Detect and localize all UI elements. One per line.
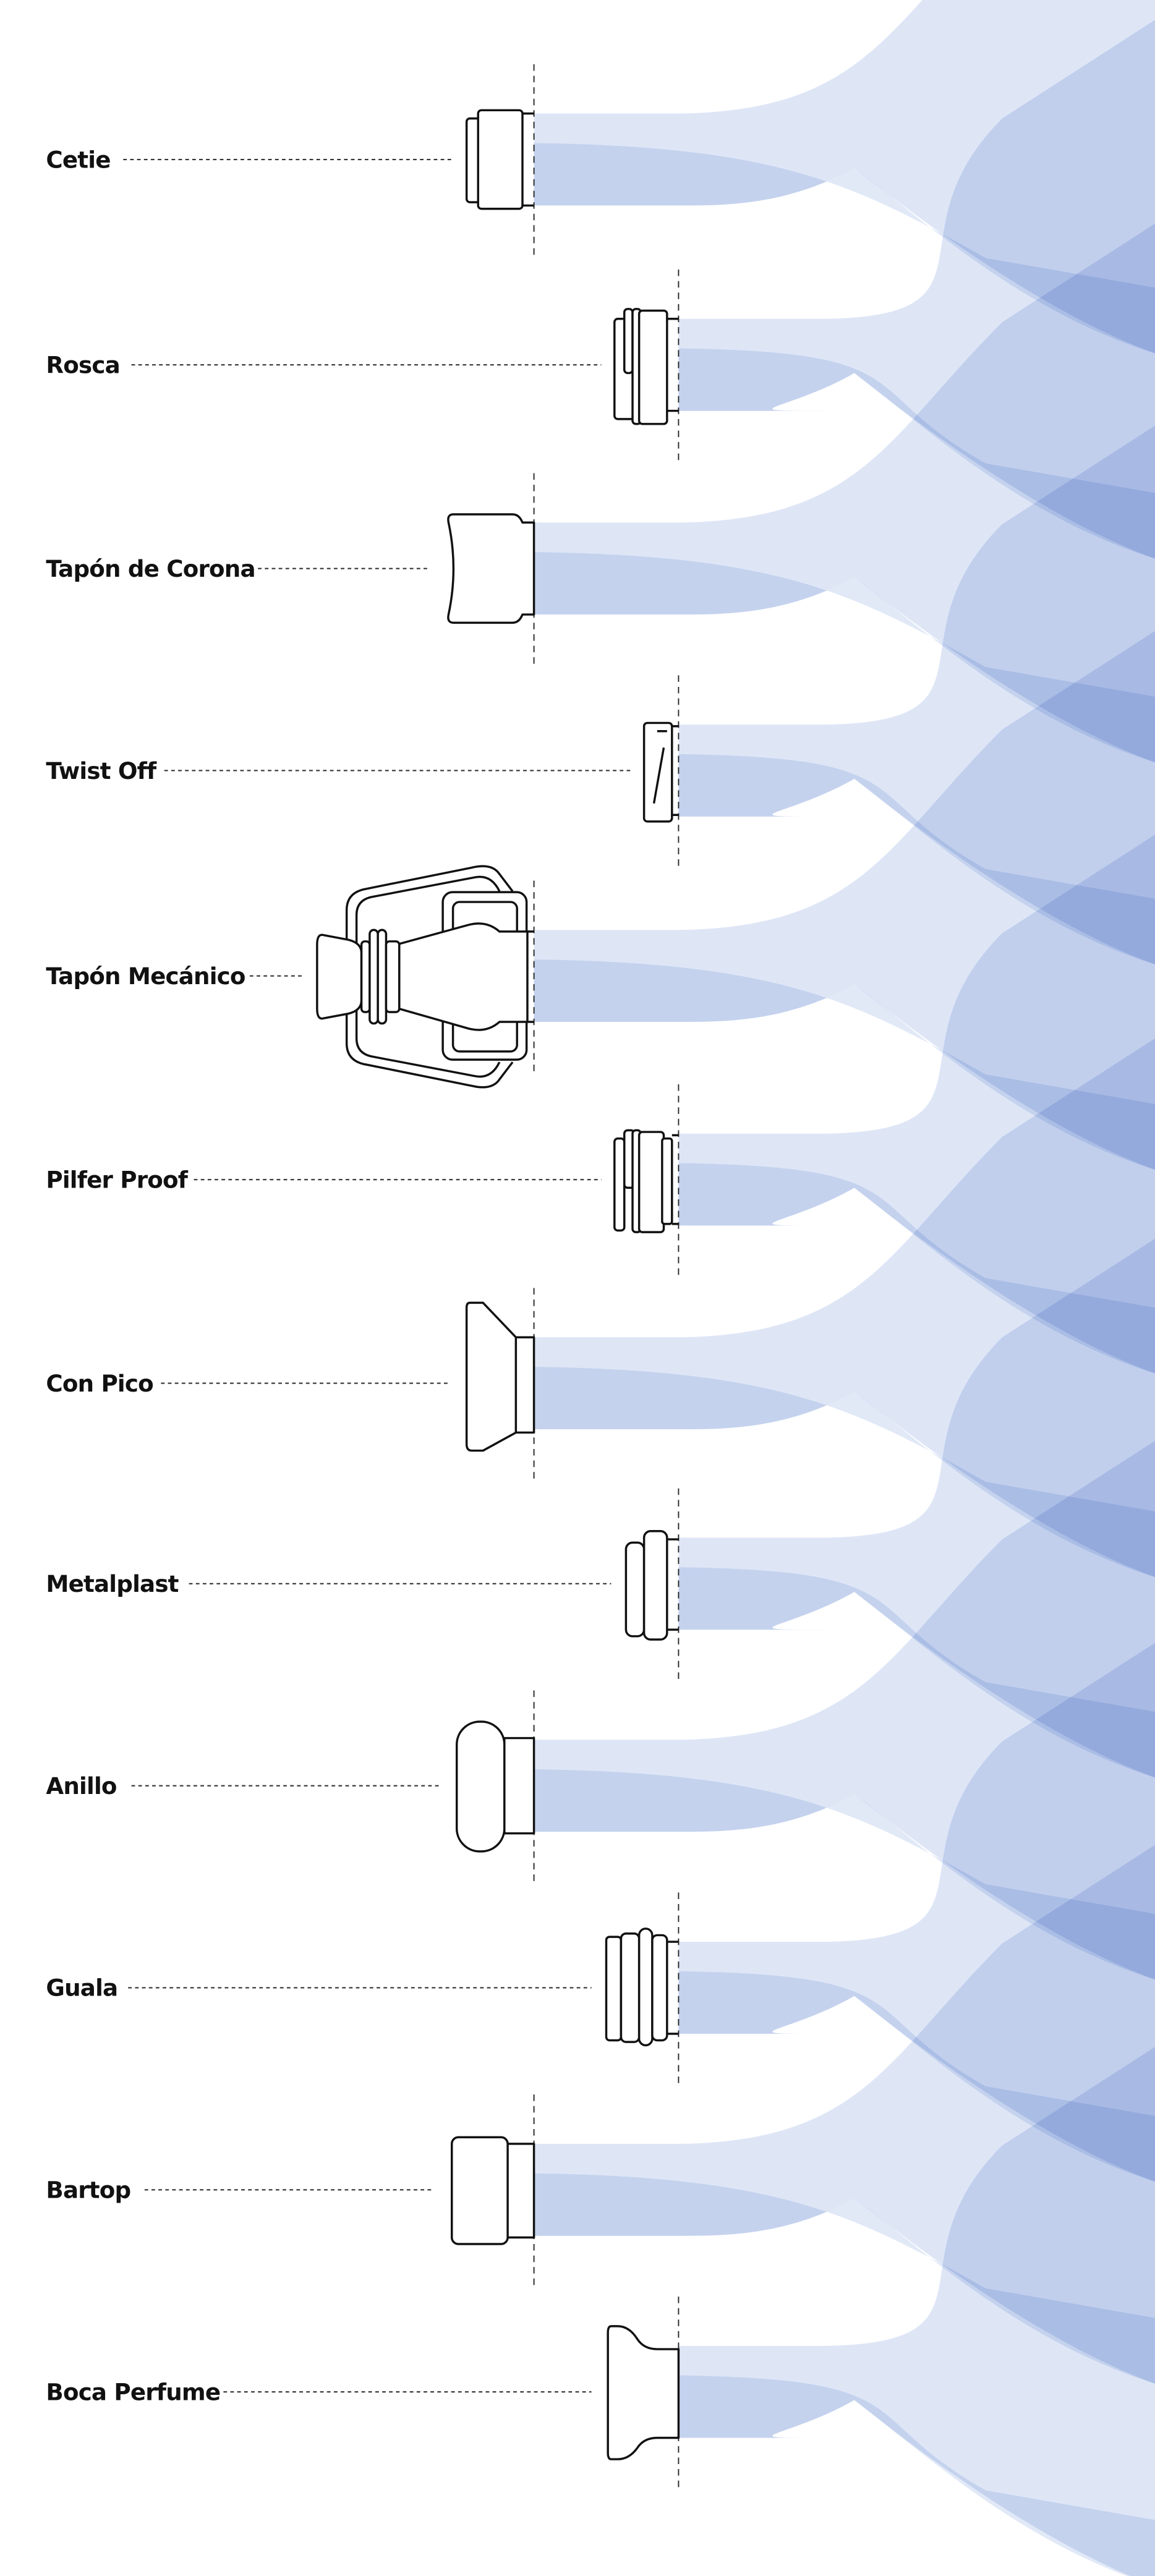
metalplast-finish-icon [624,1530,679,1641]
pilfer-proof-finish-icon [613,1129,679,1233]
finish-label: Bartop [46,2177,130,2204]
finish-row: Guala [46,1892,680,2083]
flow-ribbon-lower [534,1367,1155,1578]
finish-label: Pilfer Proof [46,1166,188,1193]
twist-off-finish-icon [642,721,679,823]
finish-label: Tapón de Corona [46,555,255,582]
flow-ribbon-lower [534,1769,1155,1980]
flow-ribbon-lower [534,2173,1155,2384]
finish-label: Cetie [46,146,110,173]
finish-label: Boca Perfume [46,2378,220,2405]
finish-row: Twist Off [46,675,680,866]
spout-finish-icon [465,1301,535,1452]
finish-label: Tapón Mecánico [46,963,245,990]
ribbons [534,0,1155,2576]
ring-finish-icon [455,1720,535,1853]
finish-row: Rosca [46,270,680,461]
flow-ribbon-lower [534,959,1155,1170]
finish-label: Twist Off [46,757,157,784]
guala-finish-icon [605,1928,679,2047]
bartop-finish-icon [450,2136,535,2245]
finish-row: Boca Perfume [46,2297,680,2488]
swing-top-finish-icon [316,865,534,1089]
finish-label: Metalplast [46,1570,178,1597]
finish-label: Anillo [46,1772,116,1800]
screw-finish-icon [613,308,679,425]
crown-cap-finish-icon [447,513,535,624]
finish-row: Cetie [46,64,535,255]
flow-ribbon [678,2047,1155,2576]
flow-ribbon-lower [678,2375,1155,2576]
finish-row: Tapón de Corona [46,473,535,664]
perfume-finish-icon [607,2325,680,2460]
flow-ribbon-lower [534,552,1155,763]
finish-label: Con Pico [46,1370,153,1397]
flow-ribbon-lower [534,143,1155,354]
finish-row: Pilfer Proof [46,1084,680,1275]
finish-row: Tapón Mecánico [46,865,535,1089]
finish-row: Con Pico [46,1288,535,1479]
finish-label: Guala [46,1975,117,2002]
finish-row: Metalplast [46,1488,680,1679]
finish-label: Rosca [46,351,119,378]
finish-row: Anillo [46,1690,535,1881]
finish-row: Bartop [46,2094,535,2285]
cetie-finish-icon [465,109,534,210]
